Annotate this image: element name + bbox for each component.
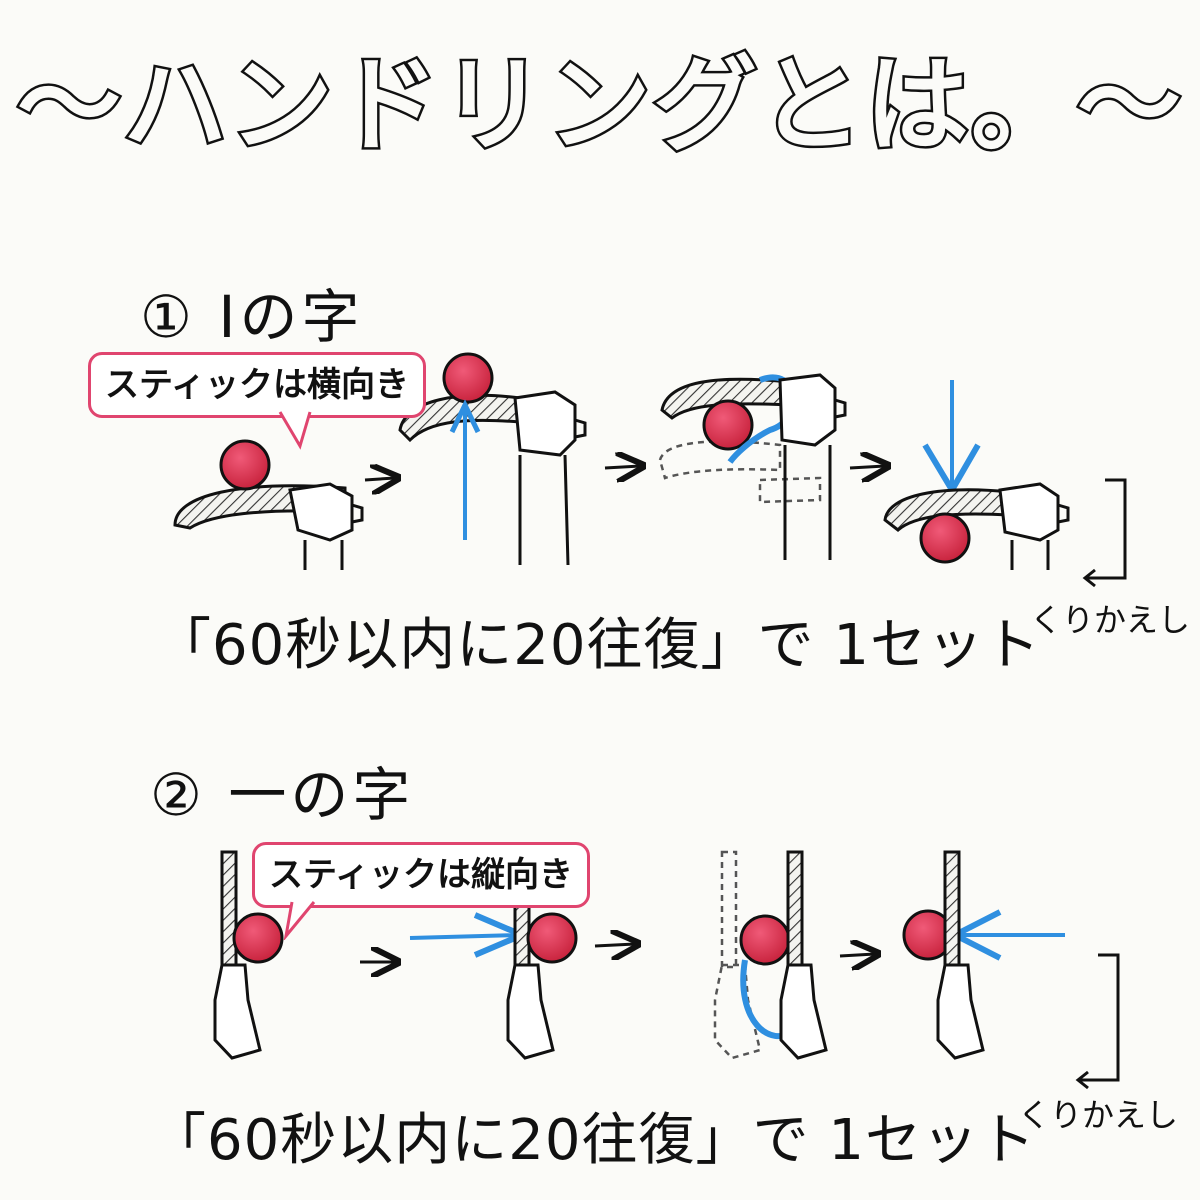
hand-icon [213, 963, 262, 1060]
section-1-callout: スティックは横向き [88, 352, 426, 418]
bracket-icon [1082, 478, 1127, 588]
section-1-caption: 「60秒以内に20往復」で 1セット [155, 613, 1041, 678]
arrow-icon [604, 466, 640, 468]
ball-icon [919, 512, 971, 564]
section-2-callout: スティックは縦向き [252, 842, 590, 908]
s1-frame-2 [398, 352, 587, 566]
callout-tail-icon [283, 901, 316, 940]
hand-icon [513, 390, 577, 566]
hand-icon [998, 482, 1060, 570]
section-2-heading: ② 一の字 [150, 761, 415, 829]
stick-icon [943, 850, 961, 969]
bracket-icon [1075, 953, 1120, 1090]
hand-icon [779, 963, 828, 1060]
ball-icon [442, 352, 494, 404]
s2-frame-4 [902, 850, 1065, 1060]
section-2-caption: 「60秒以内に20往復」で 1セット [150, 1108, 1036, 1173]
stick-icon [786, 850, 804, 969]
hand-icon [778, 373, 837, 560]
s1-frame-1 [173, 439, 364, 570]
ball-icon [702, 399, 754, 451]
hand-icon [288, 482, 354, 570]
hand-icon [936, 963, 985, 1060]
arrow-icon [839, 954, 875, 956]
section-1-repeat-label: くりかえし [1030, 601, 1191, 639]
section-1-heading: ① Iの字 [140, 283, 364, 351]
arrow-icon [849, 466, 885, 468]
ball-icon [526, 912, 578, 964]
s2-frame-3 [713, 850, 828, 1060]
s2-frame-1 [213, 850, 284, 1060]
s1-frame-3 [658, 373, 847, 560]
stick-icon [220, 850, 238, 969]
ball-icon [219, 439, 271, 491]
hand-icon [506, 963, 555, 1060]
page-title: 〜ハンドリングとは。〜 [14, 42, 1183, 169]
arrow-icon [364, 478, 395, 480]
callout-tail-icon [278, 411, 312, 450]
arrow-icon [594, 944, 635, 946]
s1-frame-4 [883, 380, 1070, 570]
ball-icon [232, 912, 284, 964]
ball-icon [739, 914, 791, 966]
section-2-repeat-label: くりかえし [1018, 1096, 1179, 1134]
